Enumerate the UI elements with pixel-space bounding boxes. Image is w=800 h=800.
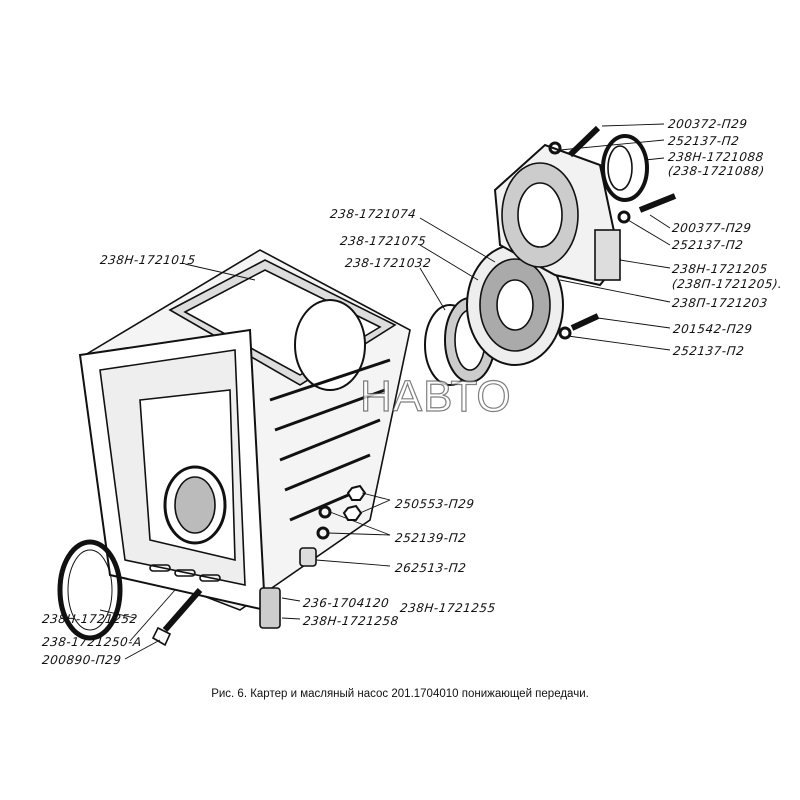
figure-caption: Рис. 6. Картер и масляный насос 201.1704… [211,688,589,700]
watermark: НАВТО [359,371,512,421]
part-label: 252139-П2 [394,531,468,545]
part-label: (238-1721088) [667,164,766,178]
part-label: 252137-П2 [672,344,746,358]
part-label: 238Н-1721258 [302,614,400,628]
bolt-201542-p29 [570,313,600,331]
part-label: 238-1721032 [344,256,432,270]
part-label: 238Н-1721252 [41,612,139,626]
pump-housing-238n-1721205 [493,143,622,287]
bolt-200372-p29 [567,125,601,158]
part-label: 200372-П29 [667,117,749,131]
washer-252137-p2-b [558,326,572,340]
washer-252137-p2 [617,210,631,224]
part-label: 238Н-1721205 [671,262,769,276]
part-label: 200377-П29 [671,221,753,235]
leader-lines [99,123,671,660]
part-label: 238-1721075 [339,234,427,248]
part-label: 201542-П29 [672,322,754,336]
part-label: 238-1721250-А [41,635,143,649]
part-label: 236-1704120 [302,596,390,610]
part-label: 238Н-1721088 [667,150,765,164]
part-label: 252137-П2 [667,134,741,148]
part-label: 200890-П29 [41,653,123,667]
part-label: (238П-1721205). [671,277,784,291]
housing-238n-1721015 [78,249,411,612]
part-label: 238-1721074 [329,207,417,221]
bolt-200377-p29 [638,193,677,213]
oil-seal-238n-1721088 [601,134,649,202]
bolt-200890-p29 [151,588,203,647]
valve-236-1704120 [259,587,281,629]
nut-250553-p29 [346,484,367,501]
part-label: 250553-П29 [394,497,476,511]
plug-262513-p2 [299,547,317,567]
seal-ring-238n-1721252 [57,539,123,641]
part-label: 238П-1721203 [671,296,769,310]
part-label: 238Н-1721255 [399,601,497,615]
part-label: 262513-П2 [394,561,468,575]
part-label: 238Н-1721015 [99,253,197,267]
part-label: 252137-П2 [671,238,745,252]
